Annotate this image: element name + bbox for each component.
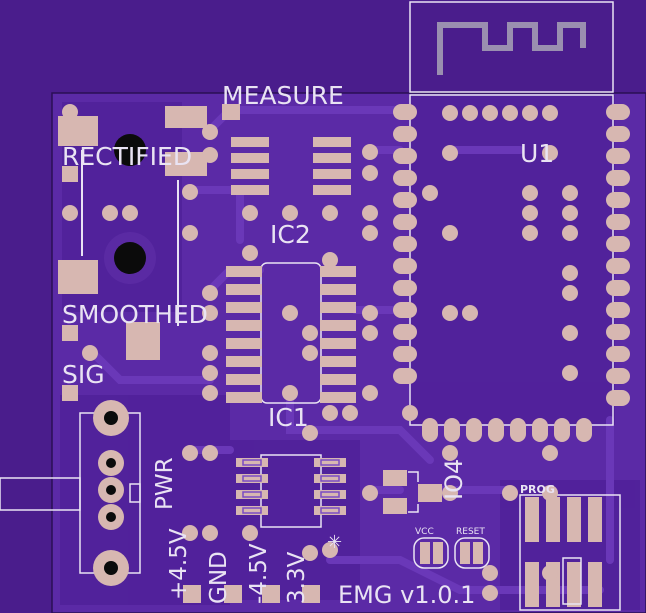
- u1-label: U1: [520, 139, 554, 168]
- minus-4-5v-label: -4.5V: [246, 543, 272, 604]
- u1-pads-bottom: [422, 418, 592, 442]
- pwr-label: PWR: [152, 457, 178, 510]
- regulator-pad-holes: [242, 459, 340, 514]
- board-title: EMG v1.0.1: [338, 581, 475, 609]
- vias: [62, 104, 578, 601]
- plus-4-5v-label: +4.5V: [166, 528, 192, 600]
- ic1-label: IC1: [268, 403, 309, 432]
- ic2-pads: [231, 137, 351, 195]
- smoothed-label: SMOOTHED: [62, 300, 208, 329]
- sig-label: SIG: [62, 360, 105, 389]
- left-silk-lines: [81, 150, 179, 326]
- io4-silk: [408, 471, 419, 482]
- vcc-jumper[interactable]: [413, 537, 449, 569]
- u1-pads-left: [393, 104, 417, 384]
- ic1-pads: [226, 266, 356, 403]
- ic2-label: IC2: [270, 220, 311, 249]
- prog-header-outline: [519, 494, 621, 611]
- mounting-hole-top: [114, 134, 146, 166]
- ic1-outline: [260, 262, 322, 404]
- prog-label: PROG: [520, 483, 555, 496]
- prog-pin1-marker: [562, 557, 582, 605]
- gnd-label: GND: [206, 551, 232, 604]
- antenna-zigzag-icon: [409, 1, 614, 93]
- 3-3v-label: 3.3V: [284, 551, 310, 604]
- reset-jumper[interactable]: [454, 537, 490, 569]
- measure-label: MEASURE: [222, 81, 344, 110]
- test-pads-bottom: [183, 585, 320, 603]
- u1-pads-top: [442, 105, 558, 121]
- rectified-label: RECTIFIED: [62, 142, 192, 171]
- reset-label: RESET: [456, 527, 485, 537]
- left-smd-pads: [58, 104, 240, 401]
- io4-label: IO4: [440, 459, 468, 500]
- u1-pads-right: [606, 104, 630, 406]
- vcc-label: VCC: [415, 527, 434, 537]
- pwr-connector-key: [129, 483, 141, 503]
- pwr-connector-tab: [0, 477, 81, 511]
- mounting-hole-bottom: [114, 242, 146, 274]
- star-marker-icon: ✳: [327, 532, 342, 553]
- pwr-connector-pins: [93, 400, 129, 586]
- regulator-pads: [236, 458, 346, 515]
- io4-pads: [383, 470, 442, 514]
